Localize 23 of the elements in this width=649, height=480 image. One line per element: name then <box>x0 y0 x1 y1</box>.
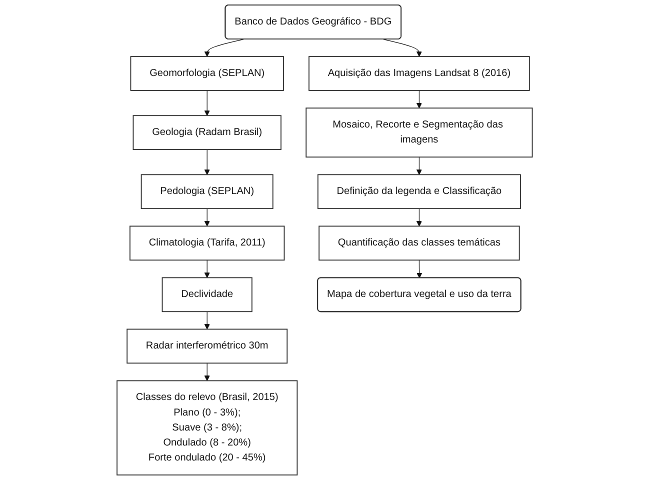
node-box: Aquisição das Imagens Landsat 8 (2016) <box>308 56 530 91</box>
node-box: Pedologia (SEPLAN) <box>140 174 274 210</box>
arrow <box>204 311 210 330</box>
node-box: Geomorfologia (SEPLAN) <box>130 56 284 91</box>
node-box: Climatologia (Tarifa, 2011) <box>129 226 285 261</box>
node-box: Quantificação das classes temáticas <box>318 226 520 261</box>
node-box: Classes do relevo (Brasil, 2015) Plano (0 - 3%); Suave (3 - 8%); Ondulado (8 - 20%) Forte ondulado (20 - 45%) <box>116 380 298 476</box>
arrow <box>204 38 244 57</box>
node-box: Declividade <box>162 277 252 312</box>
arrow <box>416 260 422 278</box>
arrow <box>204 149 210 175</box>
arrow <box>204 260 210 278</box>
arrow <box>416 208 422 226</box>
node-box: Definição da legenda e Classificação <box>317 174 521 210</box>
arrow <box>204 208 210 226</box>
arrow <box>204 362 210 381</box>
node-box: Geologia (Radam Brasil) <box>132 115 282 150</box>
arrow <box>416 156 422 175</box>
arrow <box>382 38 422 57</box>
node-box: Radar interferométrico 30m <box>126 328 288 364</box>
node-box: Mosaico, Recorte e Segmentação das imagens <box>305 108 533 158</box>
arrow <box>204 90 210 116</box>
arrow <box>416 90 422 108</box>
